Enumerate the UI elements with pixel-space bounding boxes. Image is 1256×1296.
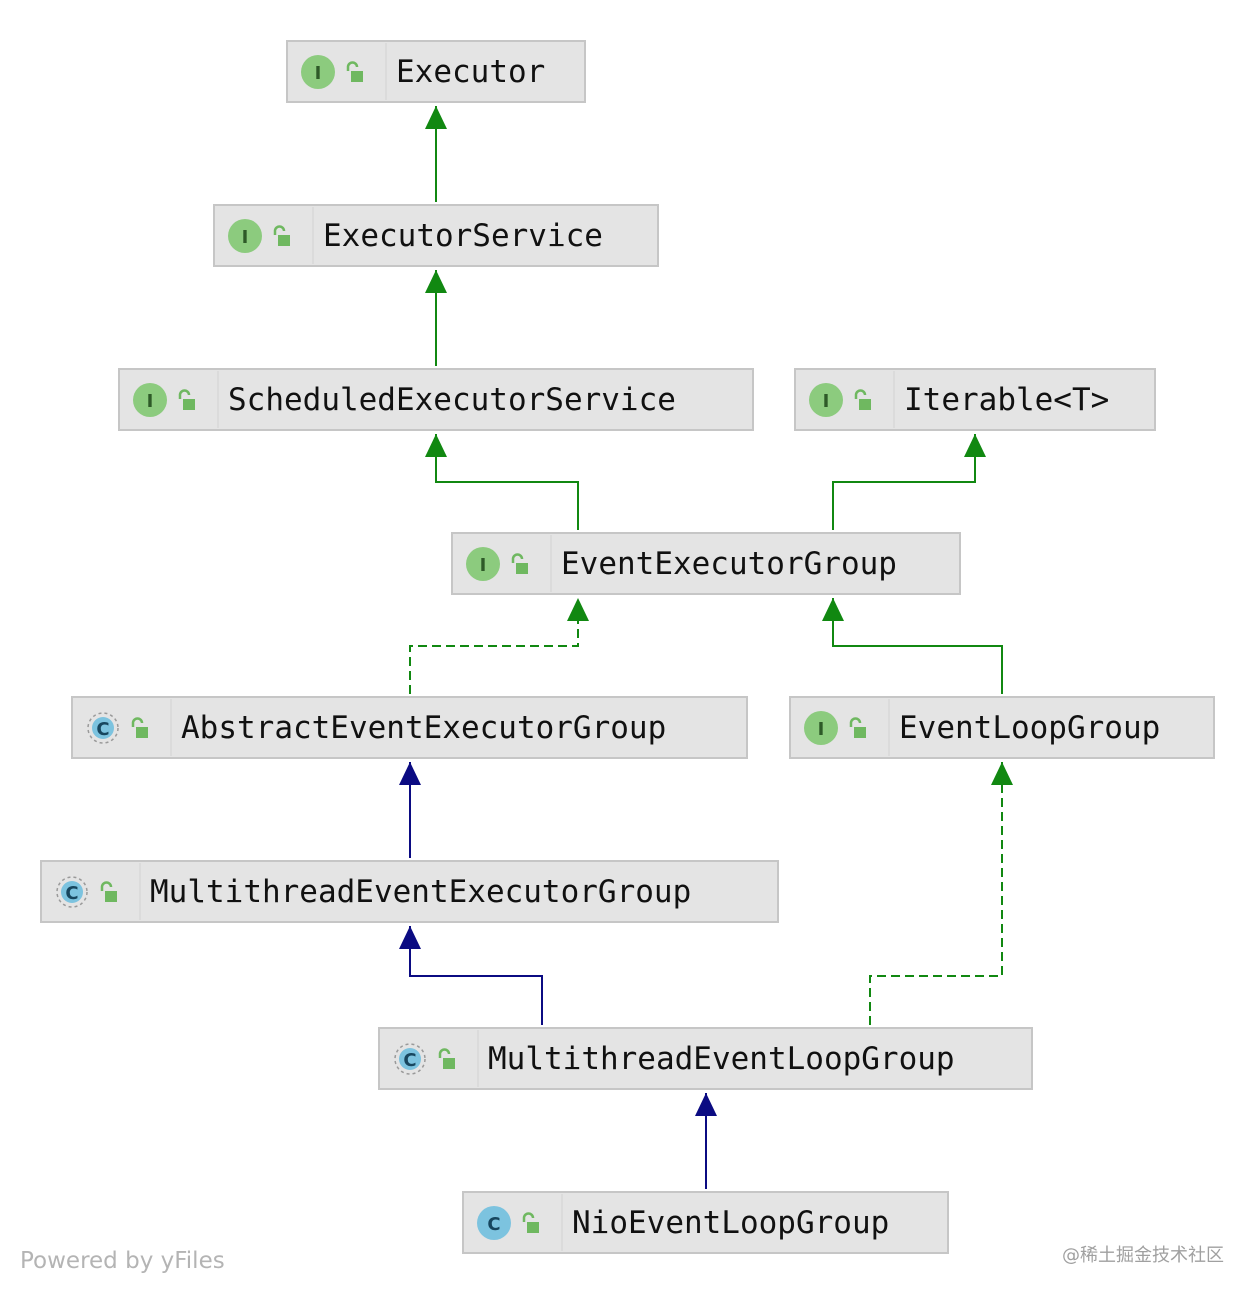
powered-by-text: Powered by yFiles: [20, 1248, 225, 1274]
edges-layer: [399, 106, 1013, 1189]
node-box: [71, 696, 748, 759]
icon-letter: I: [147, 391, 154, 412]
edge-multithread_event_loop_group-to-multithread_event_executor_group: [399, 926, 543, 1025]
unlocked-padlock-icon: [100, 881, 117, 902]
unlocked-padlock-icon: [131, 717, 148, 738]
node-label: MultithreadEventLoopGroup: [488, 1041, 955, 1077]
interface-icon: I: [133, 383, 167, 417]
abstract-class-icon: C: [394, 1043, 426, 1075]
node-multithread-event-executor-group[interactable]: C MultithreadEventExecutorGroup: [40, 860, 779, 923]
edge-executor_service-to-executor: [425, 106, 447, 202]
node-multithread-event-loop-group[interactable]: C MultithreadEventLoopGroup: [378, 1027, 1033, 1090]
arrowhead: [425, 434, 447, 457]
arrowhead: [822, 598, 844, 621]
node-box: [118, 368, 754, 431]
node-label: ScheduledExecutorService: [228, 382, 676, 418]
icon-letter: I: [818, 719, 825, 740]
edge-line: [869, 762, 1003, 1025]
node-label: MultithreadEventExecutorGroup: [150, 874, 691, 910]
interface-icon: I: [228, 219, 262, 253]
unlocked-padlock-icon: [511, 553, 528, 574]
node-event-loop-group[interactable]: I EventLoopGroup: [789, 696, 1215, 759]
node-label: NioEventLoopGroup: [572, 1205, 889, 1241]
node-executor-service[interactable]: I ExecutorService: [213, 204, 659, 267]
arrowhead: [964, 434, 986, 457]
arrowhead: [991, 762, 1013, 785]
edge-line: [435, 434, 579, 530]
class-icon: C: [477, 1206, 511, 1240]
node-box: [378, 1027, 1033, 1090]
node-label: EventLoopGroup: [899, 710, 1160, 746]
edge-event_executor_group-to-iterable: [832, 434, 986, 530]
node-label: AbstractEventExecutorGroup: [181, 710, 666, 746]
node-label: Iterable<T>: [904, 382, 1109, 418]
abstract-class-icon: C: [56, 876, 88, 908]
edge-event_executor_group-to-scheduled_executor_service: [425, 434, 579, 530]
interface-icon: I: [804, 711, 838, 745]
icon-letter: C: [403, 1050, 416, 1071]
arrowhead: [567, 598, 589, 621]
watermark-text: @稀土掘金技术社区: [1062, 1245, 1224, 1266]
interface-icon: I: [301, 55, 335, 89]
node-box: [286, 40, 586, 103]
arrowhead: [425, 106, 447, 129]
edge-abstract_event_executor_group-to-event_executor_group: [409, 598, 589, 694]
arrowhead: [399, 926, 421, 949]
edge-nio_event_loop_group-to-multithread_event_loop_group: [695, 1093, 717, 1189]
unlocked-padlock-icon: [522, 1212, 539, 1233]
arrowhead: [399, 762, 421, 785]
edge-line: [409, 926, 543, 1025]
edge-multithread_event_loop_group-to-event_loop_group: [869, 762, 1013, 1025]
edge-line: [409, 598, 579, 694]
node-box: [40, 860, 779, 923]
icon-letter: C: [487, 1214, 500, 1235]
node-nio-event-loop-group[interactable]: C NioEventLoopGroup: [462, 1191, 949, 1254]
edge-multithread_event_executor_group-to-abstract_event_executor_group: [399, 762, 421, 858]
unlocked-padlock-icon: [854, 389, 871, 410]
node-event-executor-group[interactable]: I EventExecutorGroup: [451, 532, 961, 595]
unlocked-padlock-icon: [178, 389, 195, 410]
icon-letter: I: [242, 227, 249, 248]
unlocked-padlock-icon: [438, 1048, 455, 1069]
icon-letter: I: [315, 63, 322, 84]
icon-letter: I: [823, 391, 830, 412]
node-label: EventExecutorGroup: [561, 546, 897, 582]
interface-icon: I: [809, 383, 843, 417]
abstract-class-icon: C: [87, 712, 119, 744]
edge-line: [832, 598, 1003, 694]
icon-letter: C: [96, 719, 109, 740]
node-scheduled-executor-service[interactable]: I ScheduledExecutorService: [118, 368, 754, 431]
arrowhead: [695, 1093, 717, 1116]
node-box: [794, 368, 1156, 431]
unlocked-padlock-icon: [273, 225, 290, 246]
node-box: [451, 532, 961, 595]
node-box: [462, 1191, 949, 1254]
interface-icon: I: [466, 547, 500, 581]
edge-line: [832, 434, 976, 530]
arrowhead: [425, 270, 447, 293]
edge-scheduled_executor_service-to-executor_service: [425, 270, 447, 366]
node-label: ExecutorService: [323, 218, 603, 254]
unlocked-padlock-icon: [346, 61, 363, 82]
edge-event_loop_group-to-event_executor_group: [822, 598, 1003, 694]
unlocked-padlock-icon: [849, 717, 866, 738]
icon-letter: C: [65, 883, 78, 904]
node-abstract-event-executor-group[interactable]: C AbstractEventExecutorGroup: [71, 696, 748, 759]
icon-letter: I: [480, 555, 487, 576]
node-iterable[interactable]: I Iterable<T>: [794, 368, 1156, 431]
node-label: Executor: [396, 54, 545, 90]
node-executor[interactable]: I Executor: [286, 40, 586, 103]
